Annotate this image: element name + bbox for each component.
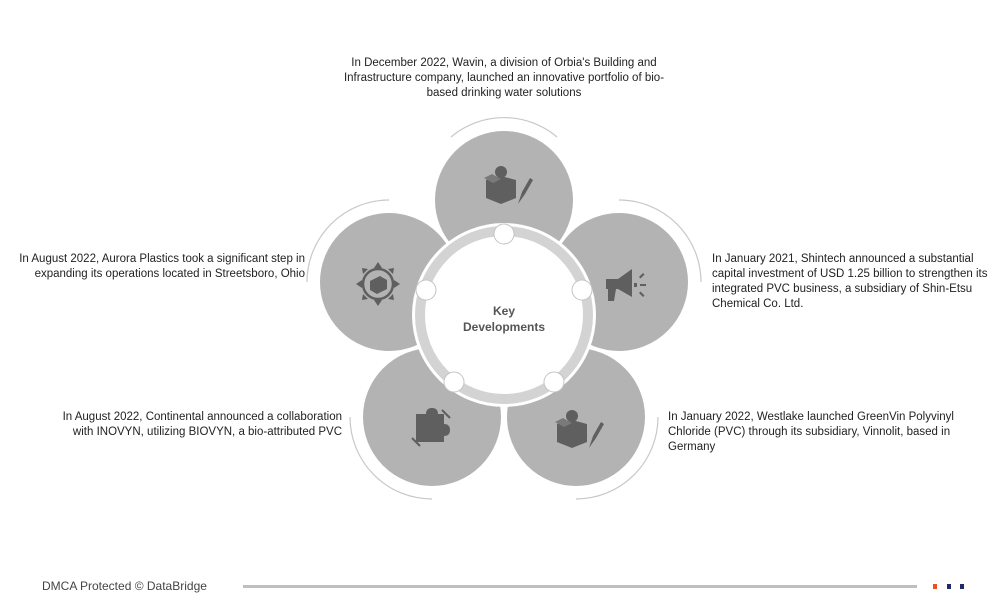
ring-node-left: [415, 279, 437, 301]
development-text-bottom-left: In August 2022, Continental announced a …: [62, 411, 342, 438]
development-text-top: In December 2022, Wavin, a division of O…: [343, 57, 665, 99]
center-label-line1: Key: [492, 304, 515, 318]
ring-node-right: [571, 279, 593, 301]
idea-box-pencil-icon: [555, 410, 604, 448]
expansion-box-arrows-icon: [356, 262, 400, 306]
development-text-bottom-right: In January 2022, Westlake launched Green…: [668, 411, 954, 453]
center-label: Key Developments: [444, 303, 564, 335]
development-text-left: In August 2022, Aurora Plastics took a s…: [19, 253, 305, 280]
center-label-line2: Developments: [462, 320, 546, 334]
outer-arc-bottom-left: [349, 416, 433, 500]
outer-arc-top: [450, 116, 558, 138]
footer-divider: [243, 585, 917, 588]
ring-node-bottom-left: [443, 371, 465, 393]
footer-copyright: DMCA Protected © DataBridge: [42, 579, 207, 593]
megaphone-icon: [606, 269, 646, 301]
puzzle-collaboration-icon: [411, 408, 451, 447]
development-text-right: In January 2021, Shintech announced a su…: [712, 253, 988, 310]
idea-box-pencil-icon: [484, 166, 533, 204]
outer-arc-left: [306, 199, 390, 283]
ring-node-top: [493, 223, 515, 245]
ring-node-bottom-right: [543, 371, 565, 393]
brand-square-navy: [947, 584, 951, 589]
outer-arc-right: [618, 199, 702, 283]
outer-arc-bottom-right: [575, 416, 659, 500]
brand-square-orange: [933, 584, 937, 589]
center-disc: [426, 237, 582, 393]
brand-square-navy: [960, 584, 964, 589]
